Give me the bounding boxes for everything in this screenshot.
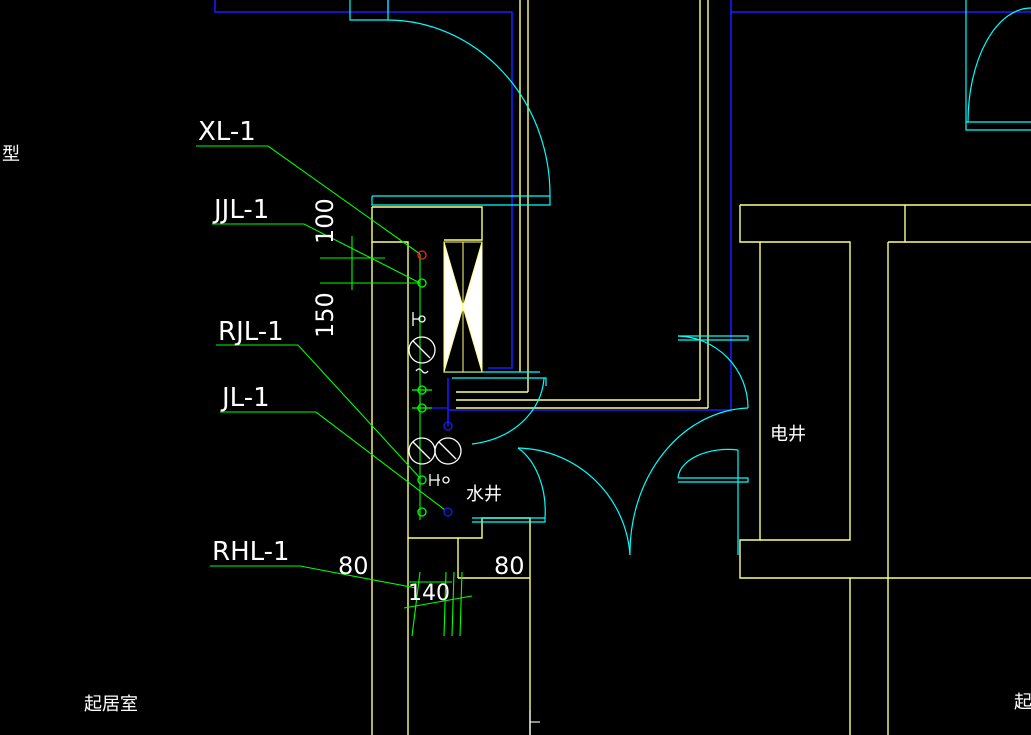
dim-80-right: 80	[494, 552, 525, 580]
blue-walls	[214, 0, 1031, 426]
stair-hint	[529, 710, 540, 735]
room-label-living-right[interactable]: 起	[1014, 692, 1031, 713]
label-jl-1[interactable]: JL-1	[220, 383, 270, 413]
dim-100: 100	[311, 198, 339, 244]
dim-80-left: 80	[338, 552, 369, 580]
room-label-electric-shaft[interactable]: 电井	[770, 424, 806, 445]
pipe-risers	[412, 250, 453, 517]
dim-150: 150	[311, 292, 339, 338]
dim-140: 140	[408, 581, 450, 606]
label-xl-1[interactable]: XL-1	[198, 117, 256, 147]
cyan-doors	[349, 0, 1031, 556]
yellow-walls	[371, 0, 1031, 735]
label-rjl-1[interactable]: RJL-1	[218, 317, 284, 347]
pipe-duct-box	[443, 241, 483, 373]
label-type-fragment: 型	[2, 144, 20, 165]
room-label-water-shaft[interactable]: 水井	[466, 484, 502, 505]
label-rhl-1[interactable]: RHL-1	[212, 537, 290, 567]
green-leaders	[196, 145, 473, 637]
label-jjl-1[interactable]: JJL-1	[212, 195, 269, 225]
meter-symbols	[408, 312, 462, 486]
room-label-living-left[interactable]: 起居室	[84, 694, 138, 715]
